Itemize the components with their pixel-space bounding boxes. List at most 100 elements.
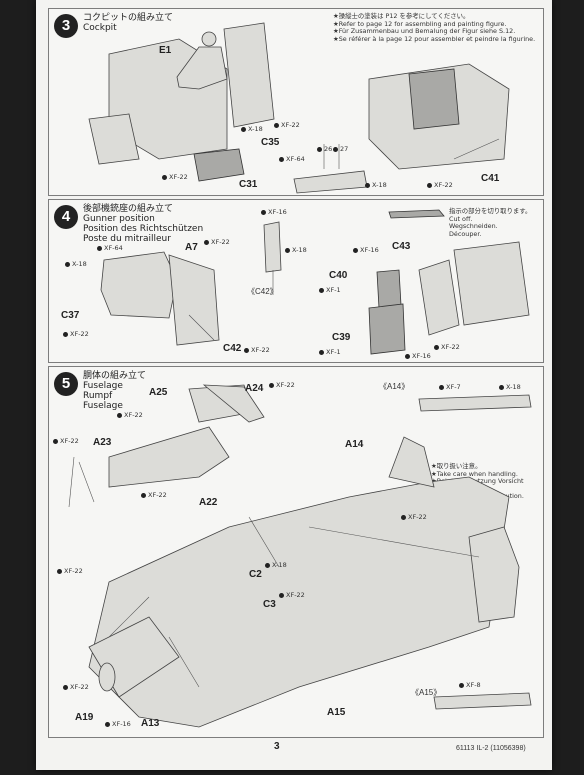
page-number: 3 [274, 741, 280, 752]
vertical-tail [388, 436, 435, 488]
part-label: C37 [61, 310, 80, 321]
title-fr: Poste du mitrailleur [83, 234, 171, 244]
title-de: Position des Richtschützen [83, 224, 204, 234]
windscreen-part [202, 384, 265, 423]
paint-code: XF-64 [279, 155, 305, 163]
assembled-gunner-cabin [453, 241, 530, 326]
gunner-drawing [100, 209, 530, 355]
part-label: C41 [481, 173, 500, 184]
decal-number: 26 [317, 145, 332, 153]
paint-code: X-18 [65, 260, 87, 268]
step-title: 後部機銃座の組み立て Gunner position Position des … [83, 204, 203, 244]
cut-note: 指示の部分を切り取ります。 Cut off. Wegschneiden. Déc… [449, 207, 532, 238]
decal-number: 27 [333, 145, 348, 153]
title-jp: コクピットの組み立て [83, 13, 174, 23]
part-label: A19 [75, 712, 94, 723]
paint-code: XF-16 [405, 352, 431, 360]
part-label: A25 [149, 387, 168, 398]
step-4-panel: 4 後部機銃座の組み立て Gunner position Position de… [48, 199, 544, 363]
cockpit-drawing [88, 22, 510, 194]
paint-code: XF-16 [353, 246, 379, 254]
part-label: A14 [345, 439, 364, 450]
paint-code: X-18 [241, 125, 263, 133]
part-label: A24 [245, 383, 264, 394]
title-en: Fuselage [83, 381, 123, 391]
paint-code: XF-22 [117, 411, 143, 419]
title-fr: Fuselage [83, 401, 123, 411]
step-5-panel: 5 胴体の組み立て Fuselage Rumpf Fuselage ★取り扱い注… [48, 366, 544, 738]
seat-back [223, 22, 275, 128]
control-box [193, 148, 245, 182]
paint-code: XF-22 [63, 683, 89, 691]
main-fuselage [88, 476, 510, 728]
part-label: A22 [199, 497, 218, 508]
detail-callout: 《C42》 [247, 287, 278, 296]
part-label: C31 [239, 179, 258, 190]
paint-code: X-18 [365, 181, 387, 189]
part-label: A23 [93, 437, 112, 448]
figure-note: ★操縦士の塗装は P12 を参考にしてください。 ★Refer to page … [333, 12, 536, 43]
title-jp: 後部機銃座の組み立て [83, 204, 174, 214]
a15-detail [433, 692, 532, 710]
paint-code: XF-22 [63, 330, 89, 338]
paint-code: XF-1 [319, 286, 341, 294]
rudder-section [468, 526, 520, 623]
paint-code: XF-22 [269, 381, 295, 389]
paint-code: XF-22 [427, 181, 453, 189]
part-label: C2 [249, 569, 262, 580]
part-label: A7 [185, 242, 198, 253]
step-number: 5 [54, 372, 78, 396]
step-3-panel: 3 コクピットの組み立て Cockpit ★操縦士の塗装は P12 を参考にして… [48, 8, 544, 196]
pilot-body [176, 46, 228, 90]
paint-code: XF-22 [57, 567, 83, 575]
title-en: Cockpit [83, 23, 117, 33]
step-title: コクピットの組み立て Cockpit [83, 13, 173, 33]
paint-code: XF-16 [261, 208, 287, 216]
paint-code: XF-1 [319, 348, 341, 356]
part-label: A15 [327, 707, 346, 718]
paint-code: XF-7 [439, 383, 461, 391]
pilot-head [201, 31, 217, 47]
part-label: E1 [159, 45, 172, 56]
part-label: C39 [332, 332, 351, 343]
instruction-sheet: 3 コクピットの組み立て Cockpit ★操縦士の塗装は P12 を参考にして… [36, 0, 552, 770]
step-number: 3 [54, 14, 78, 38]
fuselage-drawing [68, 384, 532, 728]
a14-detail [418, 394, 532, 412]
instrument-strip [293, 170, 368, 194]
paint-code: XF-8 [459, 681, 481, 689]
paint-code: XF-64 [97, 244, 123, 252]
paint-code: X-18 [265, 561, 287, 569]
rear-bulkhead [88, 113, 140, 165]
paint-code: X-18 [285, 246, 307, 254]
gunner-side-panel [168, 254, 220, 346]
gunner-side-frame [418, 259, 460, 336]
part-label: C43 [392, 241, 411, 252]
gunner-seat-top [376, 269, 402, 309]
part-label: C40 [329, 270, 348, 281]
cut-off-mark [388, 209, 445, 219]
paint-code: XF-22 [244, 346, 270, 354]
paint-code: XF-22 [401, 513, 427, 521]
paint-code: XF-16 [105, 720, 131, 728]
paint-code: XF-22 [434, 343, 460, 351]
title-de: Rumpf [83, 391, 113, 401]
paint-code: XF-22 [141, 491, 167, 499]
instrument-panel [408, 68, 460, 130]
paint-code: XF-22 [279, 591, 305, 599]
nose-ring [98, 662, 116, 692]
paint-code: XF-22 [274, 121, 300, 129]
title-jp: 胴体の組み立て [83, 371, 147, 381]
paint-code: XF-22 [53, 437, 79, 445]
title-en: Gunner position [83, 214, 155, 224]
part-label: C35 [261, 137, 280, 148]
part-label: A13 [141, 718, 160, 729]
detail-callout: 《A15》 [411, 688, 442, 697]
detail-callout: 《A14》 [379, 382, 410, 391]
product-code: 61113 IL-2 (11056398) [456, 745, 526, 752]
gunner-seat-base [368, 303, 406, 355]
gun-mount [263, 221, 282, 273]
paint-code: XF-22 [162, 173, 188, 181]
paint-code: X-18 [499, 383, 521, 391]
part-label: C3 [263, 599, 276, 610]
